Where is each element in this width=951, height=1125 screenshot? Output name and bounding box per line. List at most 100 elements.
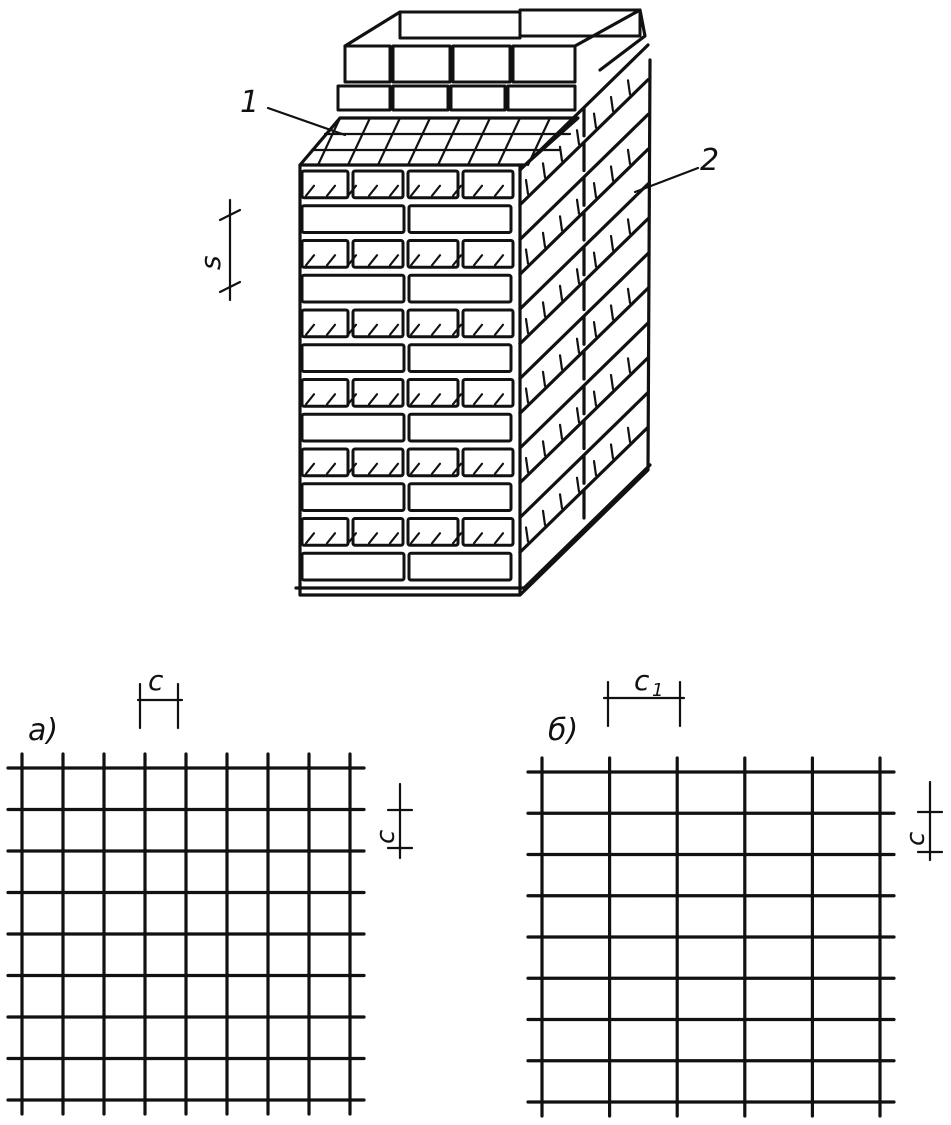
mesh-bar-end	[472, 184, 484, 197]
mesh-bar-end	[367, 462, 379, 475]
column-brick	[300, 308, 350, 339]
mesh-bar-end	[409, 462, 421, 475]
side-mesh-bar-end	[575, 198, 581, 215]
callout-1-label: 1	[240, 85, 259, 120]
column-brick	[407, 551, 513, 582]
mesh-bar-end	[346, 254, 358, 267]
mesh-bar-end	[451, 184, 463, 197]
mesh-a-grid	[6, 752, 366, 1116]
column-brick	[406, 378, 460, 408]
mesh-bar-end	[493, 184, 505, 197]
column-brick	[461, 308, 515, 339]
side-mesh-bar-end	[609, 443, 615, 460]
side-mesh-bar-end	[558, 493, 564, 510]
mesh-b-panel: б) c 1 c	[526, 664, 944, 1118]
spacing-s-label: s	[194, 255, 227, 270]
mesh-bar-end	[430, 323, 442, 336]
column-brick	[300, 551, 406, 582]
pitch-c1-subscript: 1	[652, 680, 663, 701]
mesh-bar-end	[367, 323, 379, 336]
mesh-b-grid	[526, 756, 896, 1118]
column-brick	[300, 517, 350, 547]
mesh-bar-end	[325, 393, 337, 406]
side-mesh-bar-end	[558, 284, 564, 301]
mesh-bar-end	[304, 462, 316, 475]
side-mesh-bar-end	[524, 248, 530, 265]
mesh-bar-end	[430, 532, 442, 545]
panel-a-label: а)	[28, 713, 58, 748]
mesh-bar-end	[367, 254, 379, 267]
column-brick	[300, 204, 406, 234]
column-brick	[351, 169, 405, 200]
column-brick	[407, 273, 513, 304]
mesh-bar-end	[472, 532, 484, 545]
column-top-mesh	[298, 116, 580, 167]
column-brick	[300, 343, 406, 373]
column-brick	[461, 239, 515, 269]
mesh-bar-end	[451, 532, 463, 545]
mesh-bar-end	[325, 323, 337, 336]
side-mesh-bar-end	[592, 321, 598, 338]
mesh-bar-end	[451, 393, 463, 406]
mesh-bar-end	[451, 462, 463, 475]
column-brick	[406, 169, 460, 200]
side-mesh-bar-end	[524, 387, 530, 404]
column-brick	[461, 169, 515, 200]
mesh-bar-end	[367, 393, 379, 406]
side-mesh-bar-end	[609, 373, 615, 391]
pitch-c1-label: c	[634, 664, 650, 697]
mesh-bar-end	[493, 254, 505, 267]
mesh-bar-end	[325, 184, 337, 197]
side-mesh-bar-end	[558, 145, 564, 162]
side-mesh-bar-end	[626, 426, 632, 443]
pitch-c1-vertical-label: c	[901, 832, 931, 846]
panel-b-label: б)	[548, 713, 578, 748]
column-brick	[300, 412, 406, 443]
side-mesh-bar-end	[558, 215, 564, 232]
mesh-bar-end	[304, 323, 316, 336]
side-mesh-bar-end	[626, 357, 632, 374]
mesh-bar-end	[325, 532, 337, 545]
mesh-bar-end	[346, 184, 358, 197]
column-brick	[300, 447, 350, 478]
side-mesh-bar-end	[626, 148, 632, 165]
column-brick	[300, 169, 350, 200]
column-brick	[407, 204, 513, 234]
mesh-bar-end	[409, 184, 421, 197]
mesh-bar-end	[325, 254, 337, 267]
mesh-bar-end	[493, 323, 505, 336]
column-brick	[461, 447, 515, 478]
side-mesh-bar-end	[524, 456, 530, 474]
side-mesh-bar-end	[609, 165, 615, 182]
mesh-bar-end	[430, 393, 442, 406]
mesh-a-panel: а) c c	[6, 664, 414, 1116]
column-brick	[407, 412, 513, 443]
column-side-face	[518, 43, 650, 554]
side-mesh-bar-end	[524, 317, 530, 335]
column-outline	[294, 58, 652, 597]
side-mesh-bar-end	[609, 95, 615, 113]
pitch-c-vertical-label: c	[371, 830, 401, 844]
column-brick	[461, 517, 515, 547]
mesh-bar-end	[451, 254, 463, 267]
mesh-bar-end	[346, 462, 358, 475]
column-brick	[351, 378, 405, 408]
mesh-bar-end	[304, 254, 316, 267]
side-mesh-bar-end	[541, 162, 547, 179]
mesh-bar-end	[367, 184, 379, 197]
mesh-bar-end	[472, 323, 484, 336]
column-brick	[406, 239, 460, 269]
column-brick	[407, 482, 513, 512]
side-mesh-bar-end	[541, 440, 547, 457]
pitch-c1-dimension: c 1	[602, 664, 686, 728]
side-mesh-bar-end	[541, 231, 547, 248]
side-mesh-bar-end	[592, 112, 598, 129]
column-brick	[351, 517, 405, 547]
side-mesh-bar-end	[575, 268, 581, 285]
mesh-bar-end	[472, 462, 484, 475]
mesh-bar-end	[304, 184, 316, 197]
column-brick	[300, 239, 350, 269]
mesh-bar-end	[346, 323, 358, 336]
column-brick	[406, 308, 460, 339]
